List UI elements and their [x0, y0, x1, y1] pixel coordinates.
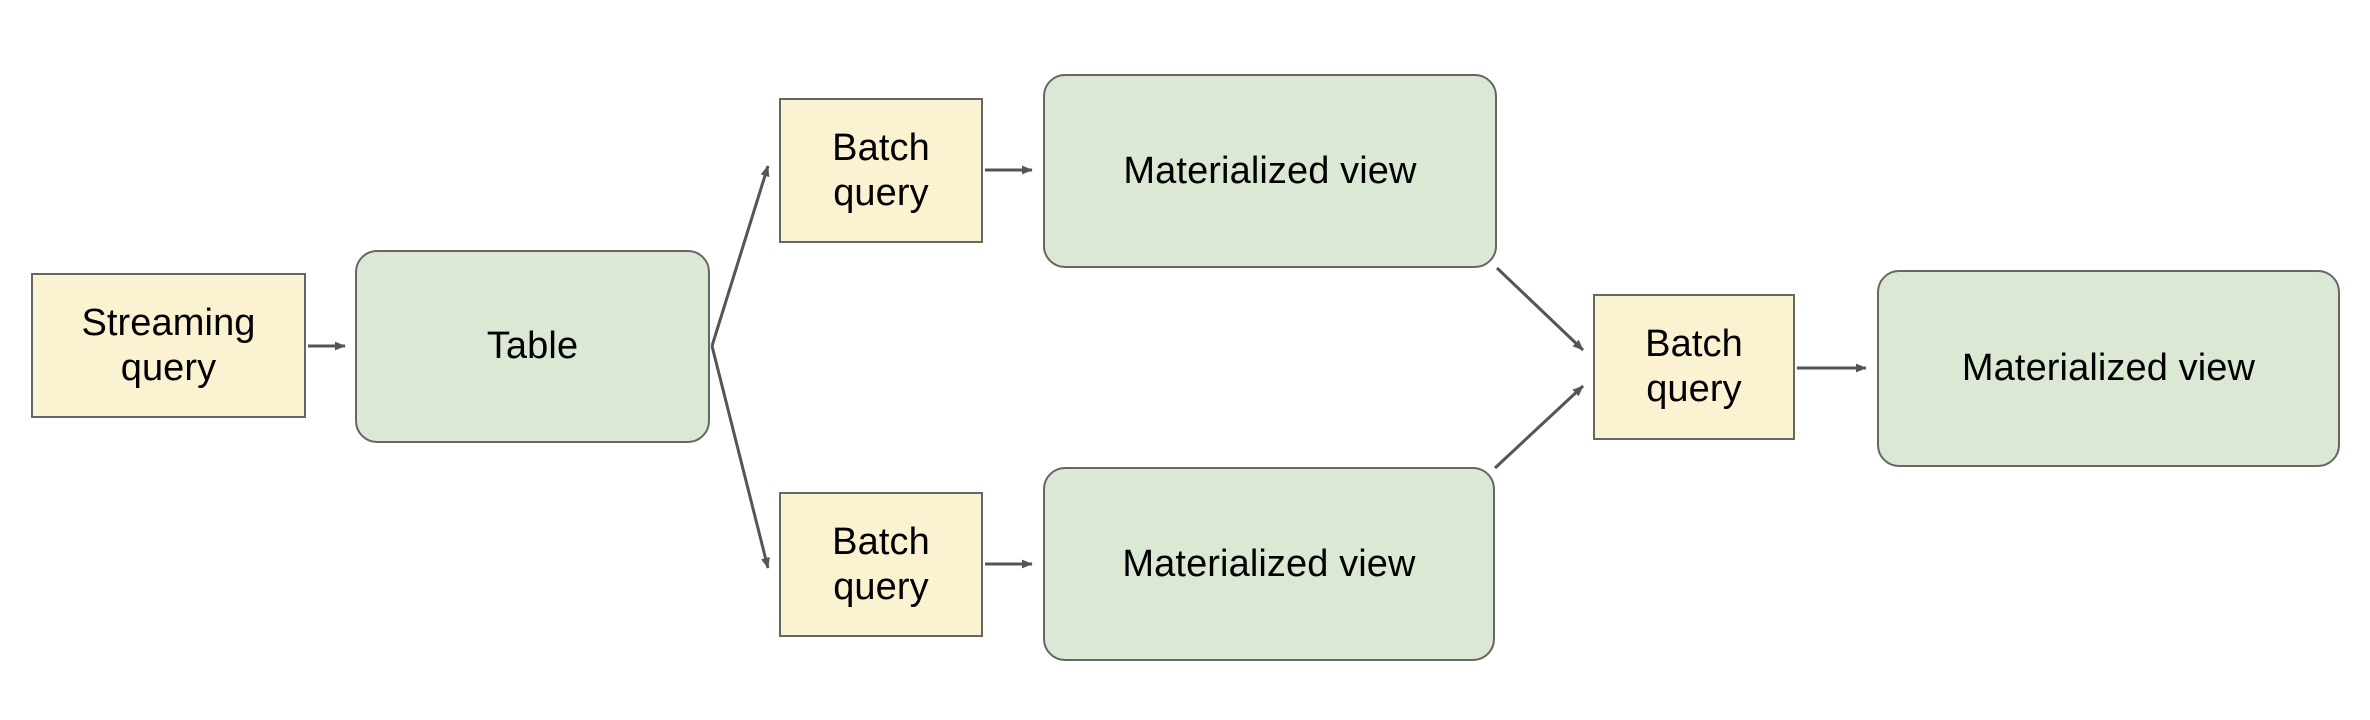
node-label-streaming-query: Streaming query	[81, 301, 256, 389]
node-materialized-view-top[interactable]: Materialized view	[1043, 74, 1497, 268]
node-label-batch-query-top: Batch query	[832, 126, 930, 214]
node-label-batch-query-join: Batch query	[1645, 323, 1743, 410]
edge-table-to-batch-bottom	[710, 345, 770, 569]
node-streaming-query[interactable]: Streaming query	[31, 273, 306, 418]
edge-mv-bottom-to-batch-join	[1493, 384, 1585, 470]
node-materialized-view-bottom[interactable]: Materialized view	[1043, 467, 1495, 661]
edge-mv-top-to-batch-join	[1495, 266, 1585, 352]
node-batch-query-top[interactable]: Batch query	[779, 98, 983, 243]
node-label-materialized-view-top: Materialized view	[1123, 149, 1417, 192]
node-label-table: Table	[486, 325, 579, 368]
node-label-materialized-view-final: Materialized view	[1961, 347, 2256, 390]
node-batch-query-join[interactable]: Batch query	[1593, 294, 1795, 440]
node-batch-query-bottom[interactable]: Batch query	[779, 492, 983, 637]
edge-table-to-batch-top	[710, 165, 770, 347]
node-label-materialized-view-bottom: Materialized view	[1122, 542, 1416, 585]
node-label-batch-query-bottom: Batch query	[832, 520, 930, 608]
node-table[interactable]: Table	[355, 250, 710, 443]
node-materialized-view-final[interactable]: Materialized view	[1877, 270, 2340, 467]
